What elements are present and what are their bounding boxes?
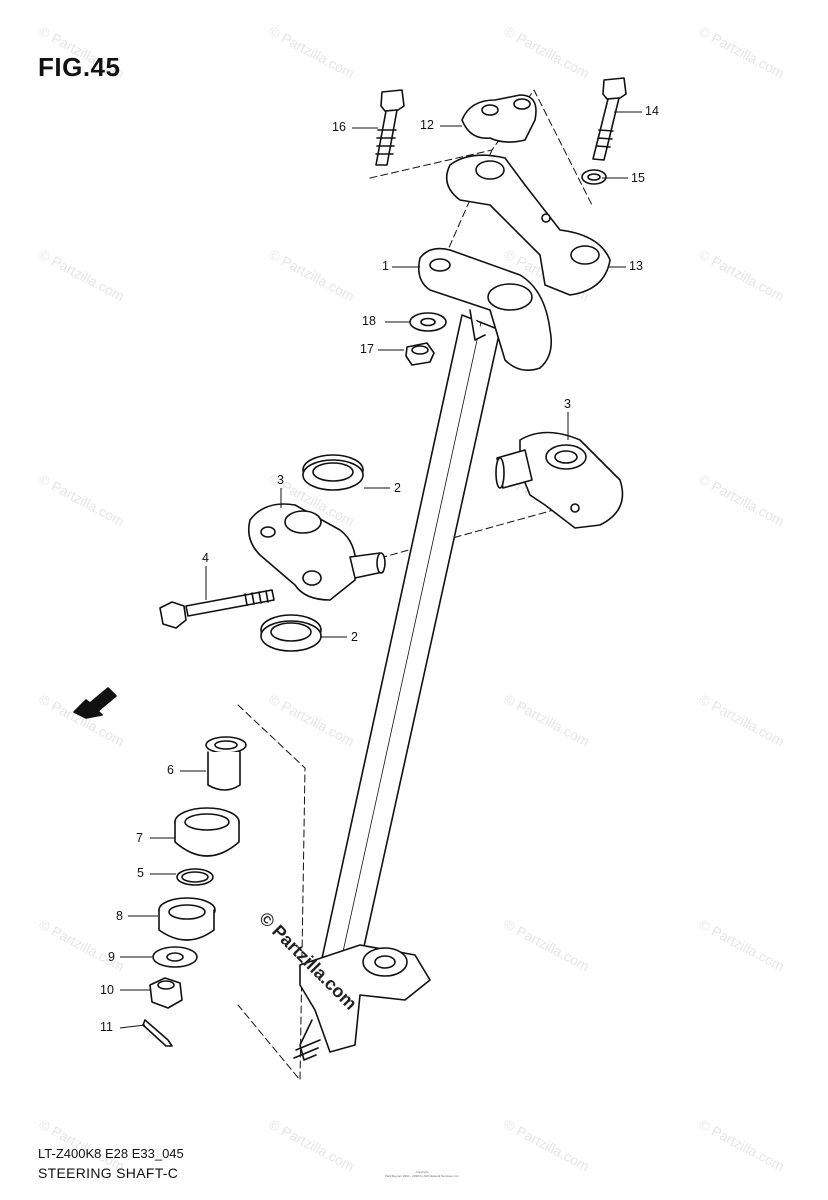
callout-16: 16 [332, 120, 346, 134]
callout-6: 6 [167, 763, 174, 777]
callout-9: 9 [108, 950, 115, 964]
callout-18: 18 [362, 314, 376, 328]
callout-15: 15 [631, 171, 645, 185]
callout-12: 12 [420, 118, 434, 132]
o-ring-5 [176, 868, 214, 886]
bearing-8 [158, 897, 216, 941]
callout-3-left: 3 [277, 473, 284, 487]
figure-name: STEERING SHAFT-C [38, 1165, 179, 1181]
callout-13: 13 [629, 259, 643, 273]
callout-11: 11 [100, 1020, 113, 1034]
figure-title: FIG.45 [38, 52, 121, 82]
shaft-holder-left [247, 503, 386, 601]
nut-17 [405, 342, 435, 366]
leader-lines [119, 111, 642, 1029]
washer-18 [409, 312, 447, 332]
callout-7: 7 [136, 831, 143, 845]
callout-8: 8 [116, 909, 123, 923]
callout-10: 10 [100, 983, 114, 997]
copyright-note: Copyright Partzilla.com 2004 - 2018 by A… [352, 1170, 492, 1178]
upper-bracket [417, 247, 553, 371]
handlebar-holder-base [445, 154, 611, 296]
callout-2-upper: 2 [394, 481, 401, 495]
callout-17: 17 [360, 342, 374, 356]
handlebar-clamp [461, 94, 537, 143]
callout-1: 1 [382, 259, 389, 273]
washer-15 [581, 169, 607, 185]
seal-2-lower [260, 614, 322, 652]
copyright-line-2: Partzilla.com 2004 - 2018 by ARI Network… [384, 1174, 460, 1178]
seal-2-upper [302, 454, 364, 491]
callout-4: 4 [202, 551, 209, 565]
shaft-holder-right [495, 431, 624, 529]
bushing-6 [205, 736, 247, 791]
nut-10 [149, 977, 183, 1009]
cotter-pin-11 [142, 1019, 173, 1047]
bolt-16 [375, 89, 405, 166]
callout-2-lower: 2 [351, 630, 358, 644]
bolt-4 [159, 589, 275, 629]
callout-5: 5 [137, 866, 144, 880]
callout-14: 14 [645, 104, 659, 118]
bearing-7 [174, 807, 240, 857]
forward-arrow-icon [73, 687, 117, 719]
bolt-14 [592, 77, 627, 161]
copyright-line-1: Copyright [415, 1170, 429, 1174]
callout-3-right: 3 [564, 397, 571, 411]
figure-code: LT-Z400K8 E28 E33_045 [38, 1146, 184, 1161]
washer-9 [152, 946, 198, 968]
steering-shaft [293, 314, 501, 1061]
